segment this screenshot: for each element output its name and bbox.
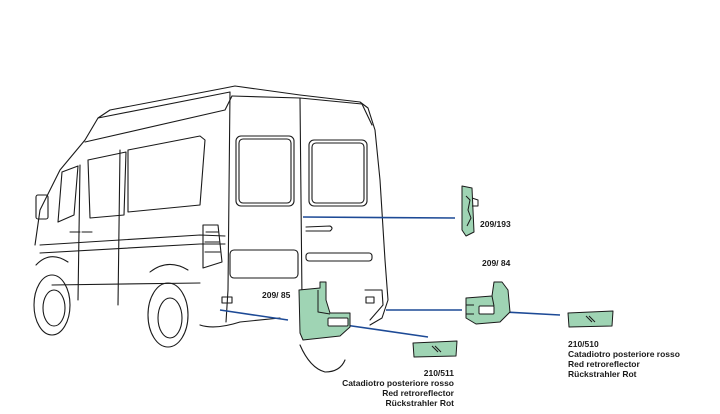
part-210-510[interactable]: [567, 310, 614, 328]
part-label-209-193: 209/193: [480, 219, 511, 229]
part-desc-de: Rückstrahler Rot: [568, 369, 637, 379]
part-label-209-85: 209/ 85: [262, 290, 291, 300]
part-210-511[interactable]: [412, 340, 458, 358]
part-desc-it: Catadiotro posteriore rosso: [342, 378, 454, 388]
part-code: 210/510: [568, 339, 599, 349]
leader-210-511: [337, 323, 429, 338]
part-code: 210/511: [423, 368, 454, 378]
part-209-84[interactable]: [465, 281, 511, 325]
leader-209-85: [219, 309, 289, 321]
part-209-85[interactable]: [298, 281, 351, 341]
part-label-209-84: 209/ 84: [482, 258, 511, 268]
part-209-193[interactable]: [461, 185, 479, 237]
part-desc-it: Catadiotro posteriore rosso: [568, 349, 680, 359]
part-callout-210-510: 210/510 Catadiotro posteriore rosso Red …: [568, 339, 680, 379]
leader-209-193: [302, 216, 456, 219]
part-callout-210-511: 210/511 Catadiotro posteriore rosso Red …: [330, 368, 454, 408]
part-desc-en: Red retroreflector: [568, 359, 640, 369]
part-desc-de: Rückstrahler Rot: [385, 398, 455, 408]
van-illustration: [33, 85, 389, 373]
part-desc-en: Red retroreflector: [382, 388, 454, 398]
